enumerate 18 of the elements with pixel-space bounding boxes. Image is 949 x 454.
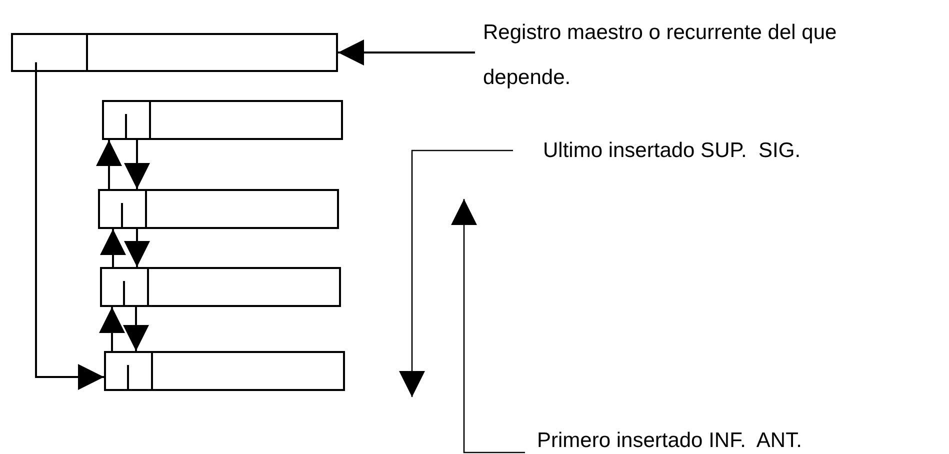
arrow	[35, 72, 104, 390]
record-box	[102, 100, 343, 140]
arrow	[99, 307, 125, 351]
arrow	[338, 40, 475, 66]
direction-arrow	[399, 150, 513, 397]
record-box	[104, 351, 345, 391]
note-text: Registro maestro o recurrente del que depende.	[483, 10, 923, 100]
arrow	[124, 140, 150, 189]
record-box	[11, 33, 338, 72]
arrow	[124, 229, 150, 267]
note-text: Primero insertado INF. ANT.	[537, 418, 947, 454]
arrow	[96, 140, 122, 189]
arrow	[100, 229, 126, 267]
record-box	[100, 267, 341, 307]
direction-arrow	[451, 199, 525, 454]
record-box	[98, 189, 339, 229]
note-text: Ultimo insertado SUP. SIG.	[543, 128, 943, 173]
arrow	[123, 307, 149, 351]
